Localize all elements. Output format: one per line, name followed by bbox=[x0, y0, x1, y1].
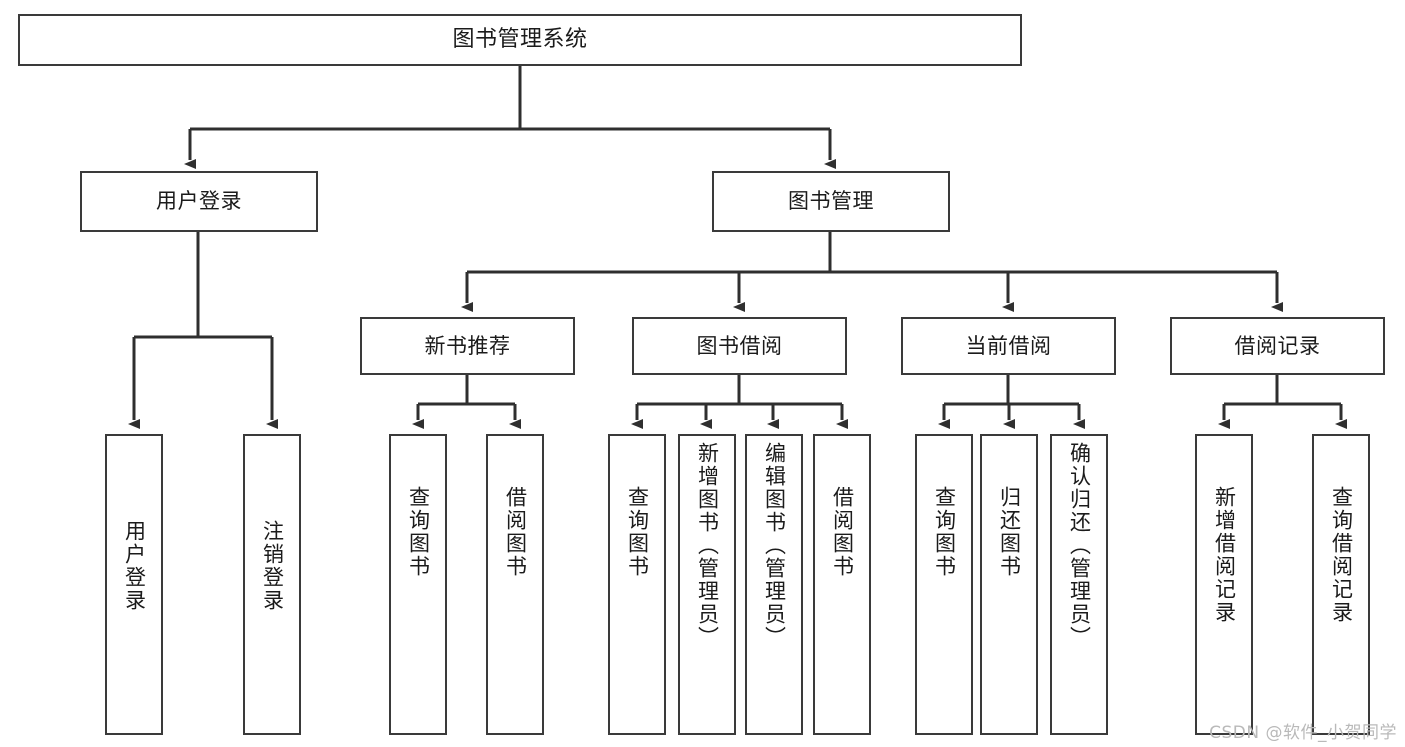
leaf-borrow-edit-book-admin[interactable]: 编辑图书（管理员） bbox=[745, 434, 803, 735]
node-label: 查询借阅记录 bbox=[1329, 486, 1354, 624]
leaf-new-book-borrow[interactable]: 借阅图书 bbox=[486, 434, 544, 735]
leaf-current-query-book[interactable]: 查询图书 bbox=[915, 434, 973, 735]
node-label: 归还图书 bbox=[997, 486, 1022, 578]
node-label: 新书推荐 bbox=[424, 333, 511, 358]
node-root-book-management-system[interactable]: 图书管理系统 bbox=[18, 14, 1022, 66]
node-borrow-records[interactable]: 借阅记录 bbox=[1170, 317, 1385, 375]
node-label: 查询图书 bbox=[406, 486, 431, 578]
node-label: 借阅图书 bbox=[830, 486, 855, 578]
leaf-new-book-query[interactable]: 查询图书 bbox=[389, 434, 447, 735]
node-label: 新增借阅记录 bbox=[1212, 486, 1237, 624]
node-new-book-recommend[interactable]: 新书推荐 bbox=[360, 317, 575, 375]
node-label: 当前借阅 bbox=[965, 333, 1052, 358]
leaf-records-query-record[interactable]: 查询借阅记录 bbox=[1312, 434, 1370, 735]
node-label: 新增图书（管理员） bbox=[695, 442, 720, 649]
node-book-borrow[interactable]: 图书借阅 bbox=[632, 317, 847, 375]
node-label: 图书借阅 bbox=[696, 333, 783, 358]
node-label: 借阅记录 bbox=[1234, 333, 1321, 358]
leaf-borrow-query-book[interactable]: 查询图书 bbox=[608, 434, 666, 735]
leaf-user-login-signout[interactable]: 注销登录 bbox=[243, 434, 301, 735]
leaf-current-return-book[interactable]: 归还图书 bbox=[980, 434, 1038, 735]
node-label: 确认归还（管理员） bbox=[1067, 442, 1092, 649]
node-label: 用户登录 bbox=[122, 520, 147, 612]
node-label: 查询图书 bbox=[625, 486, 650, 578]
node-label: 注销登录 bbox=[260, 520, 285, 612]
node-user-login[interactable]: 用户登录 bbox=[80, 171, 318, 232]
leaf-user-login-signin[interactable]: 用户登录 bbox=[105, 434, 163, 735]
leaf-records-add-record[interactable]: 新增借阅记录 bbox=[1195, 434, 1253, 735]
node-label: 用户登录 bbox=[156, 189, 242, 214]
leaf-borrow-borrow-book[interactable]: 借阅图书 bbox=[813, 434, 871, 735]
leaf-current-confirm-return-admin[interactable]: 确认归还（管理员） bbox=[1050, 434, 1108, 735]
node-label: 借阅图书 bbox=[503, 486, 528, 578]
node-label: 图书管理 bbox=[788, 189, 874, 214]
node-label: 编辑图书（管理员） bbox=[762, 442, 787, 649]
node-book-management[interactable]: 图书管理 bbox=[712, 171, 950, 232]
node-current-borrow[interactable]: 当前借阅 bbox=[901, 317, 1116, 375]
leaf-borrow-add-book-admin[interactable]: 新增图书（管理员） bbox=[678, 434, 736, 735]
node-label: 图书管理系统 bbox=[452, 27, 588, 53]
csdn-watermark: CSDN @软件_小贺同学 bbox=[1209, 723, 1397, 743]
node-label: 查询图书 bbox=[932, 486, 957, 578]
